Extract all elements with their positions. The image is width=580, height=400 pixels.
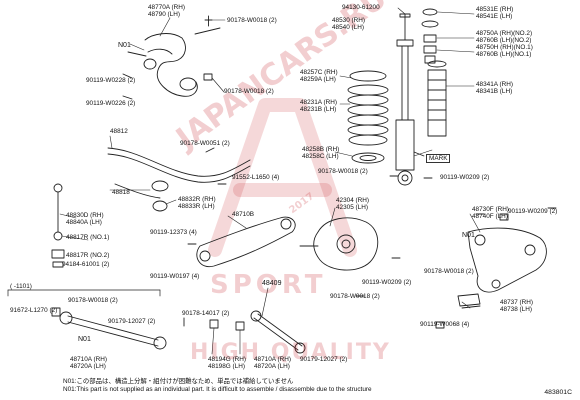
lower-arm-assembly bbox=[196, 216, 296, 268]
label-48194: 48194G (RH)48198G (LH) bbox=[208, 356, 247, 370]
leader-lines bbox=[59, 7, 481, 355]
label-90179-12027-a: 90179-12027 (2) bbox=[108, 318, 156, 325]
label-48770: 48770A (RH)48790 (LH) bbox=[148, 4, 185, 18]
label-90178-14017: 90178-14017 (2) bbox=[182, 310, 230, 317]
label-48710a-left: 48710A (RH)48720A (LH) bbox=[70, 356, 107, 370]
footnote-english: N01:This part is not supplied as an indi… bbox=[63, 386, 372, 393]
label-48832: 48832R (RH)48833R (LH) bbox=[178, 196, 216, 210]
label-48531: 48531E (RH)48541E (LH) bbox=[476, 6, 514, 20]
label-48737: 48737 (RH)48738 (LH) bbox=[500, 299, 534, 313]
rear-knuckle bbox=[299, 217, 379, 271]
label-n01-right: N01 bbox=[462, 232, 475, 239]
label-90178-w0018-c: 90178-W0018 (2) bbox=[330, 293, 380, 300]
right-lower-arm bbox=[467, 227, 547, 293]
shock-absorber bbox=[395, 13, 415, 186]
label-94184: 94184-61001 (2) bbox=[62, 261, 110, 268]
stabilizer-link bbox=[51, 183, 65, 268]
label-90119-w0197: 90119-W0197 (4) bbox=[150, 273, 200, 280]
toe-link-left bbox=[51, 307, 167, 350]
label-94130: 94130-61200 bbox=[342, 4, 380, 11]
label-90119-w0226: 90119-W0226 (2) bbox=[86, 100, 136, 107]
label-48818: 48818 bbox=[112, 189, 130, 196]
label-90178-w0051: 90178-W0051 (2) bbox=[180, 140, 230, 147]
upper-mount-stack bbox=[421, 8, 439, 64]
label-48710b: 48710B bbox=[232, 211, 255, 218]
label-90178-w0018-r: 90178-W0018 (2) bbox=[424, 268, 474, 275]
label-48812: 48812 bbox=[110, 128, 128, 135]
label-48257: 48257C (RH)48259A (LH) bbox=[300, 69, 338, 83]
bolt-markers bbox=[187, 147, 557, 297]
label-n01-top: N01 bbox=[118, 42, 131, 49]
label-90119-w0228: 90119-W0228 (2) bbox=[86, 77, 136, 84]
label-90178-w0018-b: 90178-W0018 (2) bbox=[318, 168, 368, 175]
label-90178-mid: 90178-W0018 (2) bbox=[224, 88, 274, 95]
watermark-sport: SPORT bbox=[210, 270, 327, 300]
label-91672: 91672-L1270 (2) bbox=[10, 307, 58, 314]
label-90119-12373: 90119-12373 (4) bbox=[150, 229, 197, 236]
watermark-logo bbox=[208, 98, 357, 257]
label-n01-bottom: N01 bbox=[78, 336, 91, 343]
label-90178-w0018-l: 90178-W0018 (2) bbox=[68, 297, 118, 304]
label-48830: 48830D (RH)48840A (LH) bbox=[66, 212, 104, 226]
label-90179-12027-b: 90179-12027 (2) bbox=[300, 356, 348, 363]
label-mark: MARK bbox=[426, 154, 451, 163]
upper-arm-assembly bbox=[127, 27, 221, 97]
label-42304: 42304 (RH)42305 (LH) bbox=[336, 197, 370, 211]
label-date-range: ( -1101) bbox=[10, 283, 32, 290]
label-90119-w0209-a: 90119-W0209 (2) bbox=[440, 174, 490, 181]
bellows-boot bbox=[427, 60, 447, 137]
label-48730: 48730F (RH)48740F (LH) bbox=[472, 206, 509, 220]
label-90119-w0068: 90119-W0068 (4) bbox=[420, 321, 470, 328]
figure-code: 483801C bbox=[544, 389, 572, 396]
bolt-group-top bbox=[122, 15, 213, 100]
watermark-quality: HIGH QUALITY bbox=[190, 340, 391, 365]
label-48409: 48409 bbox=[262, 280, 282, 287]
label-48817-no2: 48817R (NO.2) bbox=[66, 252, 110, 259]
label-48258: 48258B (RH)48258C (LH) bbox=[302, 146, 340, 160]
small-bracket-parts bbox=[435, 213, 509, 329]
label-91552: 91552-L1650 (4) bbox=[232, 174, 280, 181]
label-48710a-mid: 48710A (RH)48720A (LH) bbox=[254, 356, 291, 370]
label-90119-w0209-b: 90119-W0209 (2) bbox=[508, 208, 558, 215]
date-bracket bbox=[7, 289, 161, 297]
label-48341: 48341A (RH)48341B (LH) bbox=[476, 81, 513, 95]
stabilizer-bar bbox=[107, 147, 251, 212]
label-48817-no1: 48817R (NO.1) bbox=[66, 234, 110, 241]
label-90119-w0209-c: 90119-W0209 (2) bbox=[362, 279, 412, 286]
label-48530: 48530 (RH)48540 (LH) bbox=[332, 17, 366, 31]
label-48231: 48231A (RH)48231B (LH) bbox=[300, 99, 337, 113]
coil-spring bbox=[347, 70, 389, 164]
label-90178-top: 90178-W0018 (2) bbox=[227, 17, 277, 24]
footnote-japanese: N01:この部品は、構造上分解・組付けが困難なため、単品では補給していません bbox=[63, 378, 294, 385]
label-48750: 48750A (RH)(NO.2)48760B (LH)(NO.2) 48750… bbox=[476, 30, 533, 58]
